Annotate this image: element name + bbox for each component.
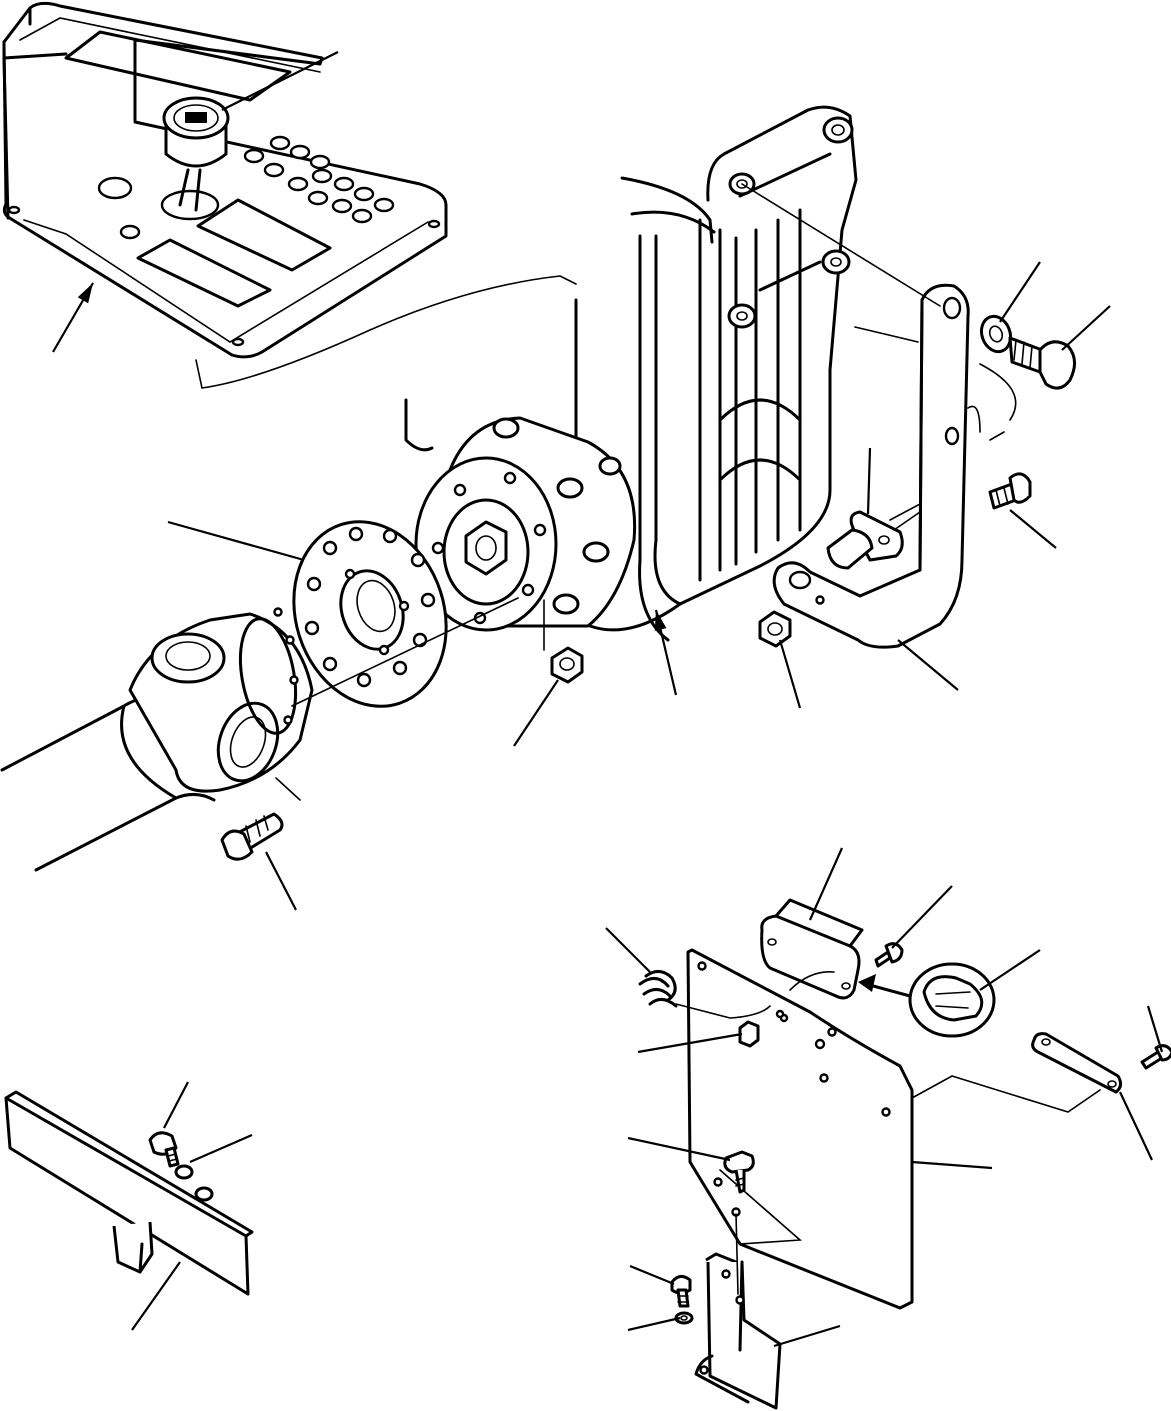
base-bracket xyxy=(694,1213,782,1410)
leader-washer xyxy=(999,261,1041,323)
leader-plate xyxy=(911,1160,993,1170)
reflector-bolt xyxy=(148,1131,180,1168)
limit-switch xyxy=(826,503,921,570)
panel-holes xyxy=(7,135,441,347)
leader-meter xyxy=(221,51,339,111)
leader-lines xyxy=(52,51,1164,1348)
leader-reflector xyxy=(131,1261,181,1331)
reflector-washer xyxy=(174,1164,214,1202)
wire-spring xyxy=(638,970,771,1019)
lamp-housing xyxy=(760,898,864,1000)
center-nut xyxy=(543,599,584,684)
right-nut xyxy=(758,610,792,648)
leader-nut-right xyxy=(778,639,802,709)
leader-bulb xyxy=(979,949,1041,991)
leader-spring xyxy=(605,927,651,973)
leader-nut-plate xyxy=(637,1032,743,1054)
support-strap xyxy=(911,1032,1123,1113)
leader-washer-base xyxy=(627,1316,681,1332)
reflector-plate xyxy=(4,1090,254,1296)
leader-base-bracket xyxy=(773,1324,841,1348)
mounting-bracket xyxy=(741,183,1017,649)
leader-side-bolt xyxy=(1009,509,1057,549)
leader-bracket xyxy=(897,639,959,691)
strap-screw xyxy=(1140,1044,1171,1070)
leader-wing-bolt xyxy=(627,1136,731,1162)
leader-nut-center xyxy=(513,679,559,747)
washer-top-right xyxy=(979,314,1013,354)
wire-harness xyxy=(195,275,577,389)
leader-panel-arrow-arrowhead xyxy=(77,283,93,304)
leader-screw-lamp xyxy=(891,885,953,949)
drive-hub xyxy=(414,416,637,632)
leader-screw-strap xyxy=(1146,1005,1164,1053)
drive-shaft xyxy=(0,597,519,872)
bolt-top-right xyxy=(1008,336,1076,390)
transmission-case xyxy=(404,105,919,642)
leader-bolt-left xyxy=(163,1081,189,1129)
side-bolt xyxy=(988,472,1032,510)
leader-flange-bolt xyxy=(265,851,297,911)
leader-bolt-base xyxy=(629,1264,675,1286)
leader-bolt-top-right xyxy=(1061,305,1111,351)
flange-disc xyxy=(292,520,448,708)
leader-strap xyxy=(1119,1091,1153,1161)
instrument-panel xyxy=(2,1,448,359)
base-bolt xyxy=(670,1275,692,1308)
plate-nut xyxy=(738,1020,760,1048)
leader-flange-gasket xyxy=(167,520,305,562)
lamp-bulb xyxy=(858,962,996,1038)
flange-bolt xyxy=(220,777,301,861)
leader-lamp xyxy=(808,847,844,921)
lamp-screw xyxy=(874,942,904,968)
license-plate-bracket xyxy=(686,948,914,1310)
hour-meter xyxy=(160,96,230,221)
wing-bolt xyxy=(723,1150,755,1194)
leader-washer-left xyxy=(189,1133,253,1164)
leader-switch xyxy=(866,447,872,515)
leader-case-arrow-arrowhead xyxy=(654,610,667,631)
